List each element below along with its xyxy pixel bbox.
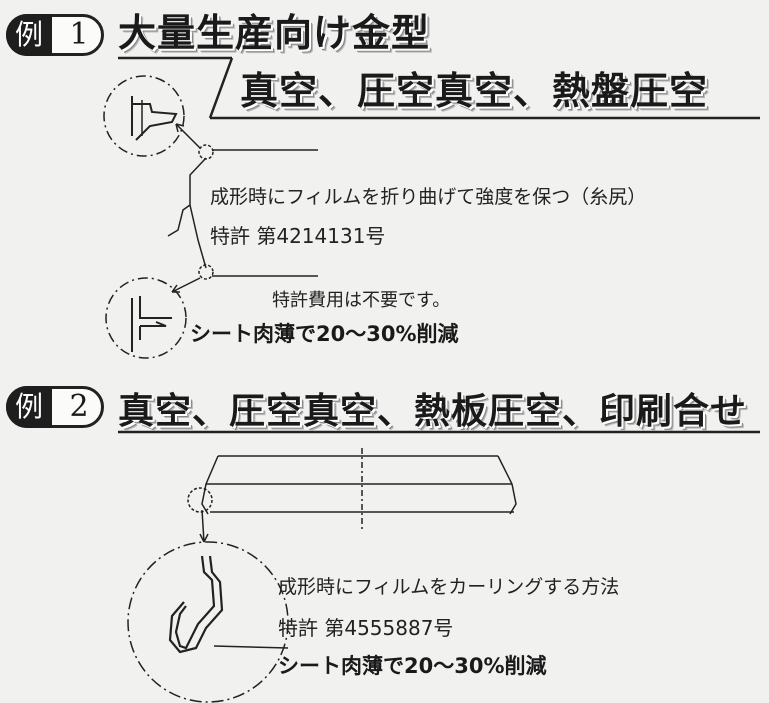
example-1-description: 成形時にフィルムを折り曲げて強度を保つ（糸尻） bbox=[210, 186, 647, 208]
example-2-heading: 真空、圧空真空、熱板圧空、印刷合せ bbox=[118, 390, 748, 432]
example-1-patent-fee: 特許費用は不要です。 bbox=[272, 290, 451, 311]
example-1-badge: 例 1 bbox=[6, 14, 104, 56]
example-2-badge: 例 2 bbox=[6, 386, 104, 428]
example-1-heading-line1: 大量生産向け金型 bbox=[118, 10, 431, 55]
example-2-badge-label: 例 bbox=[6, 386, 52, 428]
example-2-tray-drawing bbox=[187, 448, 517, 543]
example-1-patent: 特許 第4214131号 bbox=[210, 224, 386, 248]
example-2-description: 成形時にフィルムをカーリングする方法 bbox=[278, 576, 620, 598]
example-1-reduction: シート肉薄で20〜30%削減 bbox=[190, 322, 459, 346]
example-2-badge-number: 2 bbox=[69, 389, 89, 424]
example-2-reduction: シート肉薄で20〜30%削減 bbox=[278, 654, 547, 678]
example-2-detail-circle bbox=[127, 541, 289, 703]
example-1-badge-label: 例 bbox=[6, 14, 52, 56]
example-1-heading-rule bbox=[118, 56, 760, 120]
example-1-profile bbox=[167, 123, 318, 293]
example-1-detail-circle-bottom bbox=[105, 277, 187, 359]
example-1-heading-line2: 真空、圧空真空、熱盤圧空 bbox=[240, 68, 709, 113]
example-2-patent: 特許 第4555887号 bbox=[278, 616, 454, 640]
example-1-badge-number: 1 bbox=[69, 17, 89, 52]
example-1-detail-circle-top bbox=[103, 75, 185, 157]
